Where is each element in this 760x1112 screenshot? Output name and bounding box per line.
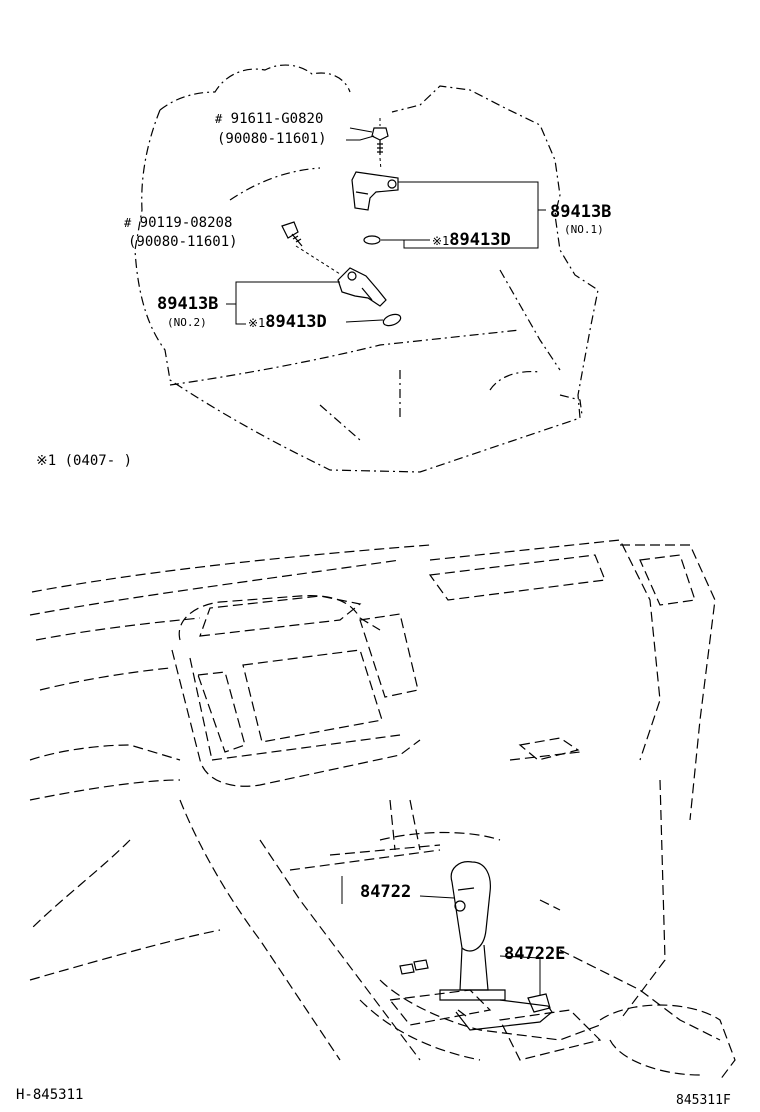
speed-sensor-no2-icon — [337, 267, 387, 307]
part-number-89413b-no2: 89413B — [157, 294, 219, 314]
part-number-91611: 91611-G0820 — [230, 111, 324, 127]
callout-oring-2: ※189413D — [248, 312, 327, 332]
dashboard-outline — [29, 539, 736, 1081]
part-number-90119: 90119-08208 — [139, 215, 233, 231]
diagram-code-right: 845311F — [676, 1093, 731, 1108]
sensor-no2-label: (NO.2) — [167, 316, 207, 329]
part-number-84722e: 84722E — [504, 944, 566, 964]
part-number-84722: 84722 — [360, 882, 412, 902]
diagram-code-left: H-845311 — [16, 1087, 84, 1103]
callout-oring-1: ※189413D — [432, 230, 511, 250]
leader-lines-top — [226, 118, 546, 325]
sensor-no1-label: (NO.1) — [564, 223, 604, 236]
part-number-89413d-2: 89413D — [265, 312, 327, 332]
o-ring-2-icon — [382, 313, 402, 327]
bolt-91611-icon — [371, 127, 389, 155]
leader-lines-bottom — [341, 876, 541, 996]
part-number-89413b-no1: 89413B — [550, 202, 612, 222]
bolt-90119-icon — [281, 221, 303, 247]
transmission-outline — [134, 64, 599, 473]
callout-bolt-91611: # 91611-G0820 — [215, 111, 324, 127]
part-number-89413d-1: 89413D — [449, 230, 511, 250]
callout-bolt-90119: # 90119-08208 — [124, 215, 233, 231]
alt-part-90080-b: (90080-11601) — [128, 234, 238, 250]
footnote-date-range: ※1 (0407- ) — [36, 453, 133, 469]
alt-part-90080-a: (90080-11601) — [217, 131, 327, 147]
speed-sensor-no1-icon — [351, 171, 399, 211]
shift-knob-icon — [439, 861, 506, 1001]
o-ring-1-icon — [363, 235, 381, 245]
shift-plate-icon — [399, 959, 553, 1031]
